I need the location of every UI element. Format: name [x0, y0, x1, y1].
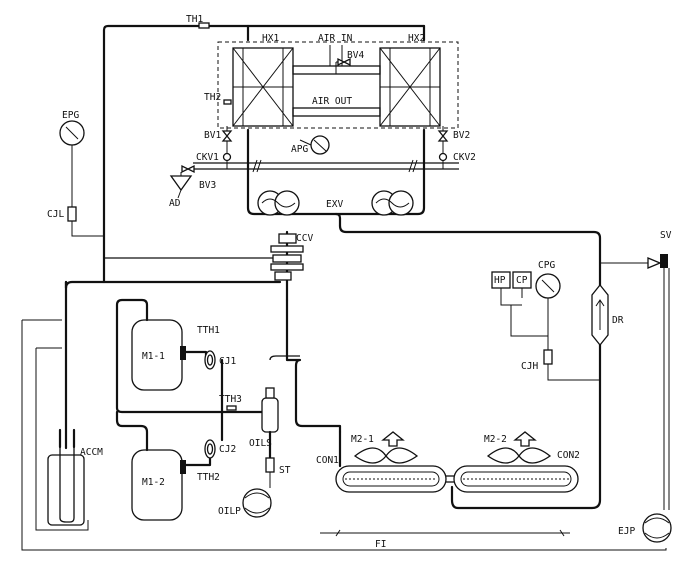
label-ccv: CCV: [296, 233, 313, 244]
label-cpg: CPG: [538, 260, 555, 271]
valve-ccv: [270, 233, 304, 281]
label-ejp: EJP: [618, 526, 635, 537]
label-ckv1: CKV1: [196, 152, 219, 163]
label-tth2: TTH2: [197, 472, 220, 483]
high-pressure-switch-hp: [491, 271, 511, 298]
check-valve-ckv1: [222, 141, 232, 162]
label-epg: EPG: [62, 110, 79, 121]
solenoid-valve-sv: [600, 254, 670, 510]
junction-cj2: [204, 439, 216, 459]
compressor-frame: [21, 319, 667, 551]
label-tth3: TTH3: [219, 394, 242, 405]
expansion-valve-exv: [246, 128, 426, 228]
label-hx1: HX1: [262, 33, 279, 44]
sensor-tth3: [226, 405, 237, 411]
label-fi: FI: [375, 539, 386, 550]
label-th2: TH2: [204, 92, 221, 103]
label-con2: CON2: [557, 450, 580, 461]
label-accm: ACCM: [80, 447, 103, 458]
cjh-branch: [500, 298, 600, 381]
valve-bv3: [181, 164, 195, 174]
label-air-out: AIR OUT: [312, 96, 352, 107]
label-exv: EXV: [326, 199, 343, 210]
gauge-cpg: [535, 273, 561, 299]
label-th1: TH1: [186, 14, 203, 25]
compressor-m1-2: [115, 410, 186, 521]
label-bv4: BV4: [347, 50, 364, 61]
label-bv1: BV1: [204, 130, 221, 141]
label-hx2: HX2: [408, 33, 425, 44]
label-ckv2: CKV2: [453, 152, 476, 163]
oil-separator-oils: [261, 387, 279, 488]
label-oils: OILS: [249, 438, 272, 449]
label-bv3: BV3: [199, 180, 216, 191]
labels: TH1 HX1 AIR IN HX2 BV4 TH2 AIR OUT EPG B…: [47, 14, 672, 550]
gauge-epg: [59, 120, 104, 237]
label-air-in: AIR IN: [318, 33, 353, 44]
label-apg: APG: [291, 144, 308, 155]
label-m1-1: M1-1: [142, 351, 165, 362]
label-cp: CP: [516, 275, 528, 286]
heat-exchanger-hx2: [379, 47, 441, 127]
label-bv2: BV2: [453, 130, 470, 141]
label-dr: DR: [612, 315, 624, 326]
accumulator-accm: [47, 428, 85, 526]
label-cj2: CJ2: [219, 444, 236, 455]
label-m2-1: M2-1: [351, 434, 374, 445]
sensor-th2: [223, 99, 232, 105]
distributor-header: [193, 159, 459, 173]
label-m1-2: M1-2: [142, 477, 165, 488]
evaporator-unit: [217, 41, 459, 129]
label-cj1: CJ1: [219, 356, 236, 367]
label-ad: AD: [169, 198, 181, 209]
condenser-pressure-cp: [512, 271, 532, 298]
label-tth1: TTH1: [197, 325, 220, 336]
gauge-apg: [299, 135, 330, 155]
label-cjl: CJL: [47, 209, 64, 220]
oil-pump-oilp: [242, 488, 272, 518]
label-sv: SV: [660, 230, 672, 241]
compressor-m1-1: [115, 298, 224, 414]
condenser-con2: [453, 465, 579, 493]
heat-exchanger-hx1: [232, 47, 294, 127]
fan-inlet-fi: [320, 529, 570, 537]
drier-dr: [591, 283, 609, 347]
label-cjh: CJH: [521, 361, 538, 372]
check-valve-ckv2: [438, 141, 448, 162]
fan-m2-2: [486, 431, 552, 464]
label-hp: HP: [494, 275, 506, 286]
ejector-pump-ejp: [642, 513, 672, 543]
air-drain-ad: [169, 172, 193, 199]
label-oilp: OILP: [218, 506, 241, 517]
junction-cj1: [204, 350, 216, 370]
label-con1: CON1: [316, 455, 339, 466]
fan-m2-1: [353, 431, 419, 464]
condenser-con1: [335, 465, 447, 493]
label-m2-2: M2-2: [484, 434, 507, 445]
valve-bv4: [335, 57, 351, 74]
label-st: ST: [279, 465, 291, 476]
